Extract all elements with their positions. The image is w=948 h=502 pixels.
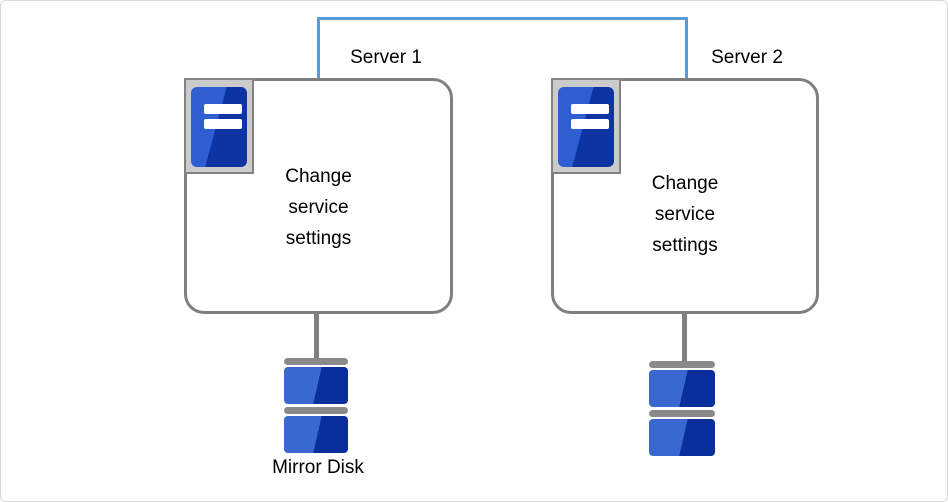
drive-bay-icon bbox=[204, 104, 242, 114]
server-tower-icon bbox=[184, 78, 254, 174]
disk-divider-bar bbox=[284, 407, 348, 414]
disk-cap-bar bbox=[284, 358, 348, 365]
drive-bay-icon bbox=[571, 119, 609, 129]
server-tower-body bbox=[191, 87, 247, 167]
network-connector-line bbox=[317, 17, 688, 78]
disk-platter bbox=[284, 416, 348, 453]
drive-bay-icon bbox=[204, 119, 242, 129]
mirror-disk-icon bbox=[284, 358, 348, 453]
disk-platter bbox=[284, 367, 348, 404]
server1-service-settings-text: Change service settings bbox=[285, 166, 352, 249]
server-tower-body bbox=[558, 87, 614, 167]
server-tower-icon bbox=[551, 78, 621, 174]
mirror-disk-icon bbox=[649, 361, 715, 456]
mirror-disk-label: Mirror Disk bbox=[272, 457, 364, 478]
disk-cap-bar bbox=[649, 361, 715, 368]
disk-platter bbox=[649, 370, 715, 407]
server2-service-settings-text: Change service settings bbox=[651, 173, 719, 256]
disk-divider-bar bbox=[649, 410, 715, 417]
disk-connector-line bbox=[314, 312, 319, 360]
disk-platter bbox=[649, 419, 715, 456]
disk-connector-line bbox=[682, 312, 687, 363]
server1-label: Server 1 bbox=[350, 47, 422, 68]
drive-bay-icon bbox=[571, 104, 609, 114]
server2-label: Server 2 bbox=[711, 47, 783, 68]
